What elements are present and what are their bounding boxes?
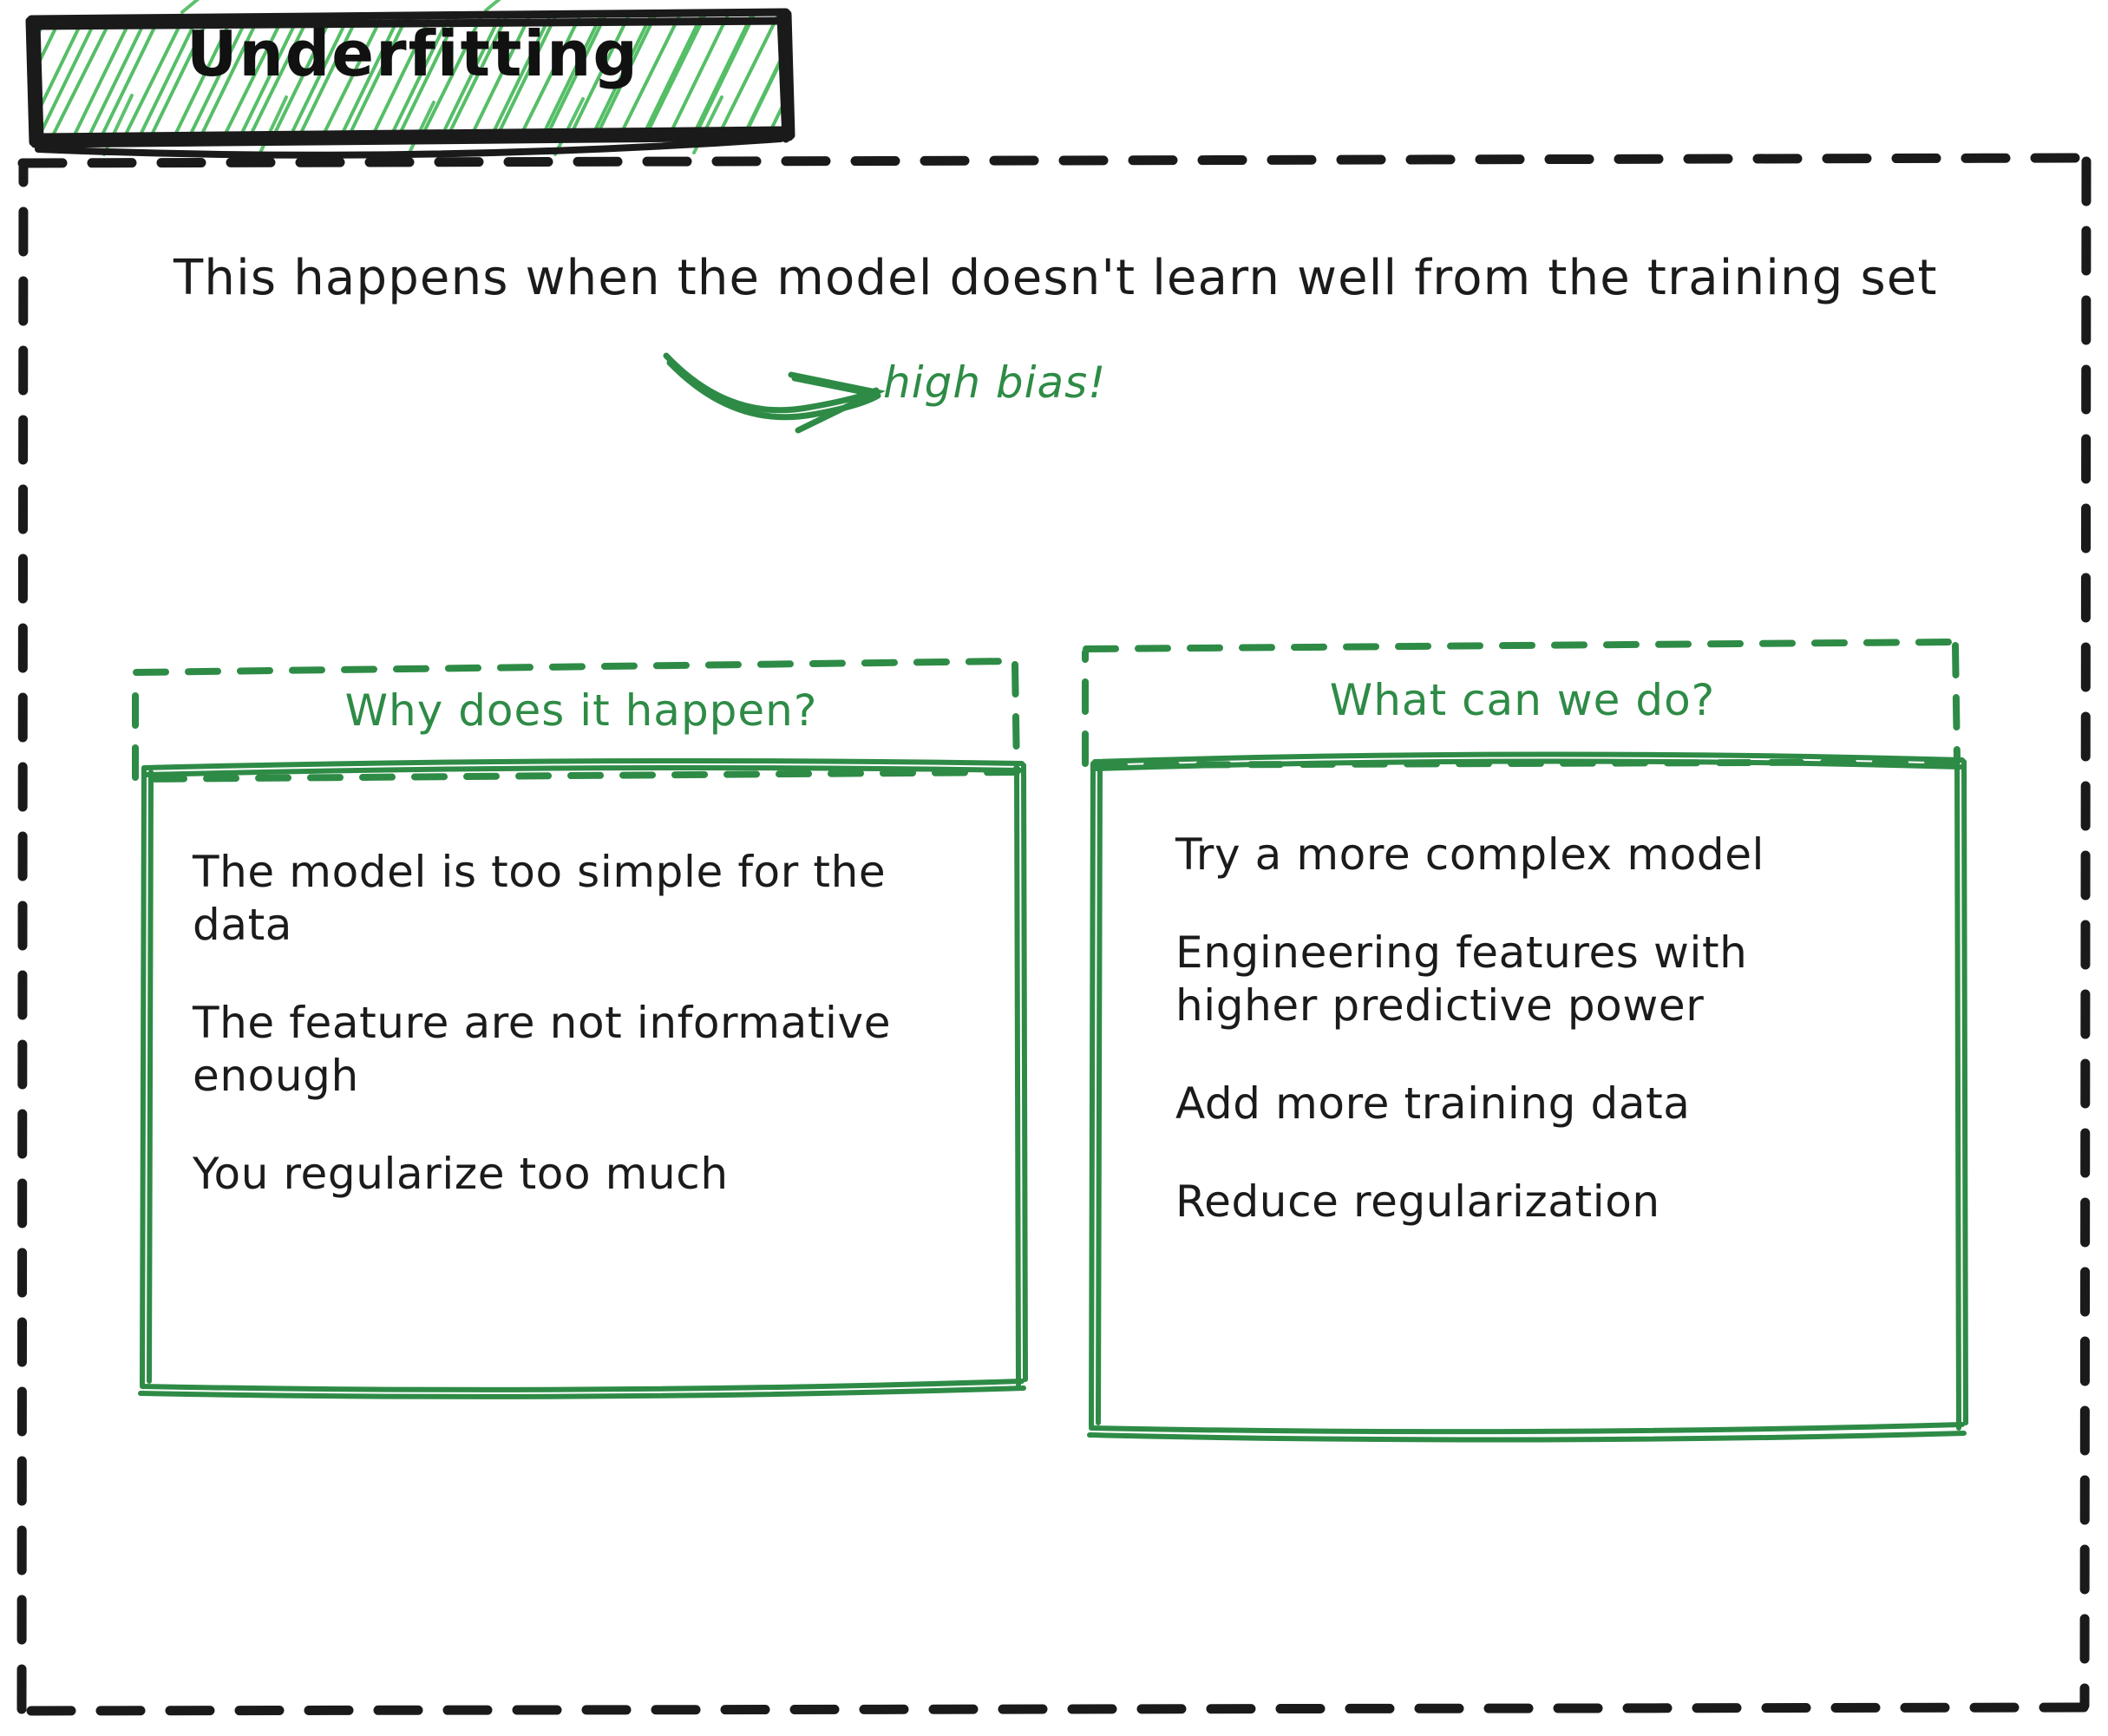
list-item: Try a more complex model (1175, 829, 1765, 880)
list-item: Add more training data (1175, 1078, 1691, 1129)
list-item: The feature are not informative enough (193, 998, 892, 1101)
panel-what-body: Try a more complex model Engineering fea… (1175, 829, 1895, 1228)
list-item: You regularize too much (193, 1149, 729, 1199)
list-item: The model is too simple for the data (193, 847, 887, 950)
panel-what-header-label: What can we do? (1329, 675, 1716, 725)
panel-why-body: The model is too simple for the data The… (193, 846, 956, 1201)
panel-why-header-label: Why does it happen? (344, 685, 818, 736)
banner-underline (35, 135, 784, 159)
annotation-label: high bias! (883, 357, 1107, 408)
curved-arrow-icon (663, 352, 886, 434)
page-title: Underfitting (187, 17, 639, 90)
list-item: Reduce regularization (1175, 1176, 1660, 1227)
intro-text: This happens when the model doesn't lear… (173, 250, 1938, 306)
list-item: Engineering features with higher predict… (1175, 927, 1748, 1031)
